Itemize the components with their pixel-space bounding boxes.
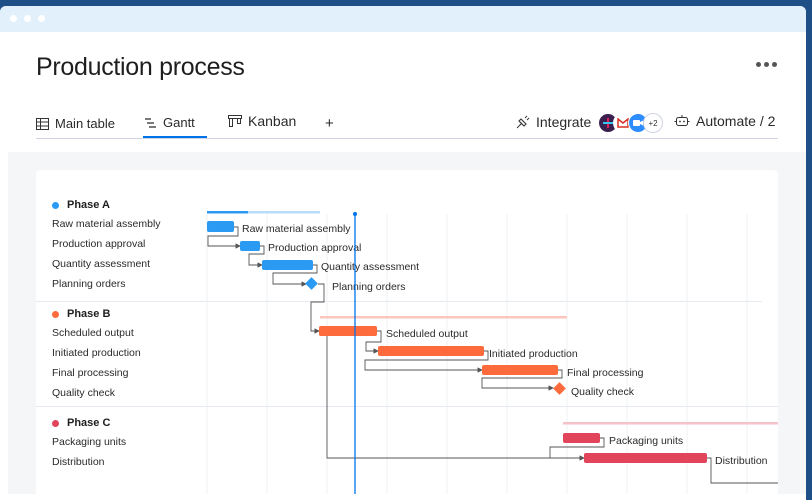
integrate-label: Integrate xyxy=(536,114,592,130)
phase-b-header[interactable]: Phase B xyxy=(52,308,110,320)
automate-label: Automate / 2 xyxy=(696,113,776,129)
gantt-bar-final-processing[interactable] xyxy=(482,365,558,375)
gantt-bar-label: Quality check xyxy=(571,386,635,398)
task-row-label[interactable]: Raw material assembly xyxy=(52,218,161,230)
robot-icon xyxy=(674,115,690,126)
plus-icon: + xyxy=(325,115,334,132)
gantt-bar-raw-material-assembly[interactable] xyxy=(207,221,234,232)
add-view-button[interactable]: + xyxy=(325,115,334,132)
gantt-bar-label: Final processing xyxy=(567,367,644,379)
dependency-arrows xyxy=(207,226,778,484)
plug-icon xyxy=(516,115,530,129)
integrations-avatars[interactable]: +2 xyxy=(598,113,663,133)
phase-b-summary-bar xyxy=(320,316,567,319)
task-row-label[interactable]: Quality check xyxy=(52,387,116,399)
task-row-label[interactable]: Final processing xyxy=(52,367,129,379)
window-dot-icon[interactable] xyxy=(24,15,31,22)
task-row-label[interactable]: Production approval xyxy=(52,238,146,250)
phase-divider xyxy=(36,406,778,407)
gantt-bar-label: Distribution xyxy=(715,455,768,467)
gantt-bar-label: Quantity assessment xyxy=(321,261,419,273)
window-titlebar xyxy=(0,6,806,32)
phase-a-progress-bar xyxy=(207,211,248,214)
phase-b-dot-icon xyxy=(52,310,59,318)
kanban-icon xyxy=(228,114,242,127)
gantt-bar-label: Planning orders xyxy=(332,281,406,293)
task-row-label[interactable]: Initiated production xyxy=(52,347,141,359)
gantt-bar-label: Raw material assembly xyxy=(242,223,351,235)
tab-label: Kanban xyxy=(248,113,297,129)
gantt-bar-distribution[interactable] xyxy=(584,453,707,463)
gantt-icon xyxy=(145,117,156,128)
task-row-label[interactable]: Planning orders xyxy=(52,278,126,290)
phase-a-dot-icon xyxy=(52,201,59,209)
phase-a-summary-bar xyxy=(207,211,320,214)
more-options-icon[interactable] xyxy=(756,62,777,67)
window-dot-icon[interactable] xyxy=(10,15,17,22)
task-row-label[interactable]: Scheduled output xyxy=(52,327,134,339)
gantt-bar-label: Scheduled output xyxy=(386,328,468,340)
automate-button[interactable]: Automate / 2 xyxy=(674,113,775,129)
phase-name: Phase A xyxy=(67,199,111,211)
tab-kanban[interactable]: Kanban xyxy=(228,113,296,129)
phase-name: Phase B xyxy=(67,308,111,320)
active-tab-indicator xyxy=(143,136,207,138)
milestone-planning-orders[interactable] xyxy=(305,277,318,290)
gantt-bar-scheduled-output[interactable] xyxy=(319,326,377,336)
gantt-card xyxy=(36,170,778,500)
milestone-quality-check[interactable] xyxy=(553,382,566,395)
more-integrations-badge: +2 xyxy=(643,113,663,133)
phase-name: Phase C xyxy=(67,417,111,429)
tab-label: Main table xyxy=(55,116,115,131)
gantt-bar-packaging-units[interactable] xyxy=(563,433,600,443)
gantt-bar-label: Packaging units xyxy=(609,435,683,447)
integrate-button[interactable]: Integrate xyxy=(516,114,591,130)
task-row-label[interactable]: Distribution xyxy=(52,456,105,468)
window-dot-icon[interactable] xyxy=(38,15,45,22)
phase-a-header[interactable]: Phase A xyxy=(52,199,110,211)
gantt-bar-label: Production approval xyxy=(268,242,361,254)
gantt-bar-production-approval[interactable] xyxy=(240,241,260,251)
table-icon xyxy=(36,117,49,130)
tab-label: Gantt xyxy=(163,115,195,130)
gantt-bar-label: Initiated production xyxy=(489,348,578,360)
phase-c-summary-bar xyxy=(563,422,778,425)
gantt-bar-initiated-production[interactable] xyxy=(378,346,484,356)
view-tabs: Main table Gantt Kanban + Integrate xyxy=(0,106,806,140)
gantt-bar-quantity-assessment[interactable] xyxy=(262,260,313,270)
page-title: Production process xyxy=(36,53,245,81)
tab-gantt[interactable]: Gantt xyxy=(144,115,195,130)
today-marker-handle[interactable] xyxy=(353,212,357,216)
task-row-label[interactable]: Quantity assessment xyxy=(52,258,151,270)
phase-divider xyxy=(36,301,762,302)
task-row-label[interactable]: Packaging units xyxy=(52,436,127,448)
tab-main-table[interactable]: Main table xyxy=(36,116,115,131)
phase-c-dot-icon xyxy=(52,419,59,427)
phase-c-header[interactable]: Phase C xyxy=(52,417,110,429)
tabs-divider xyxy=(36,138,778,139)
